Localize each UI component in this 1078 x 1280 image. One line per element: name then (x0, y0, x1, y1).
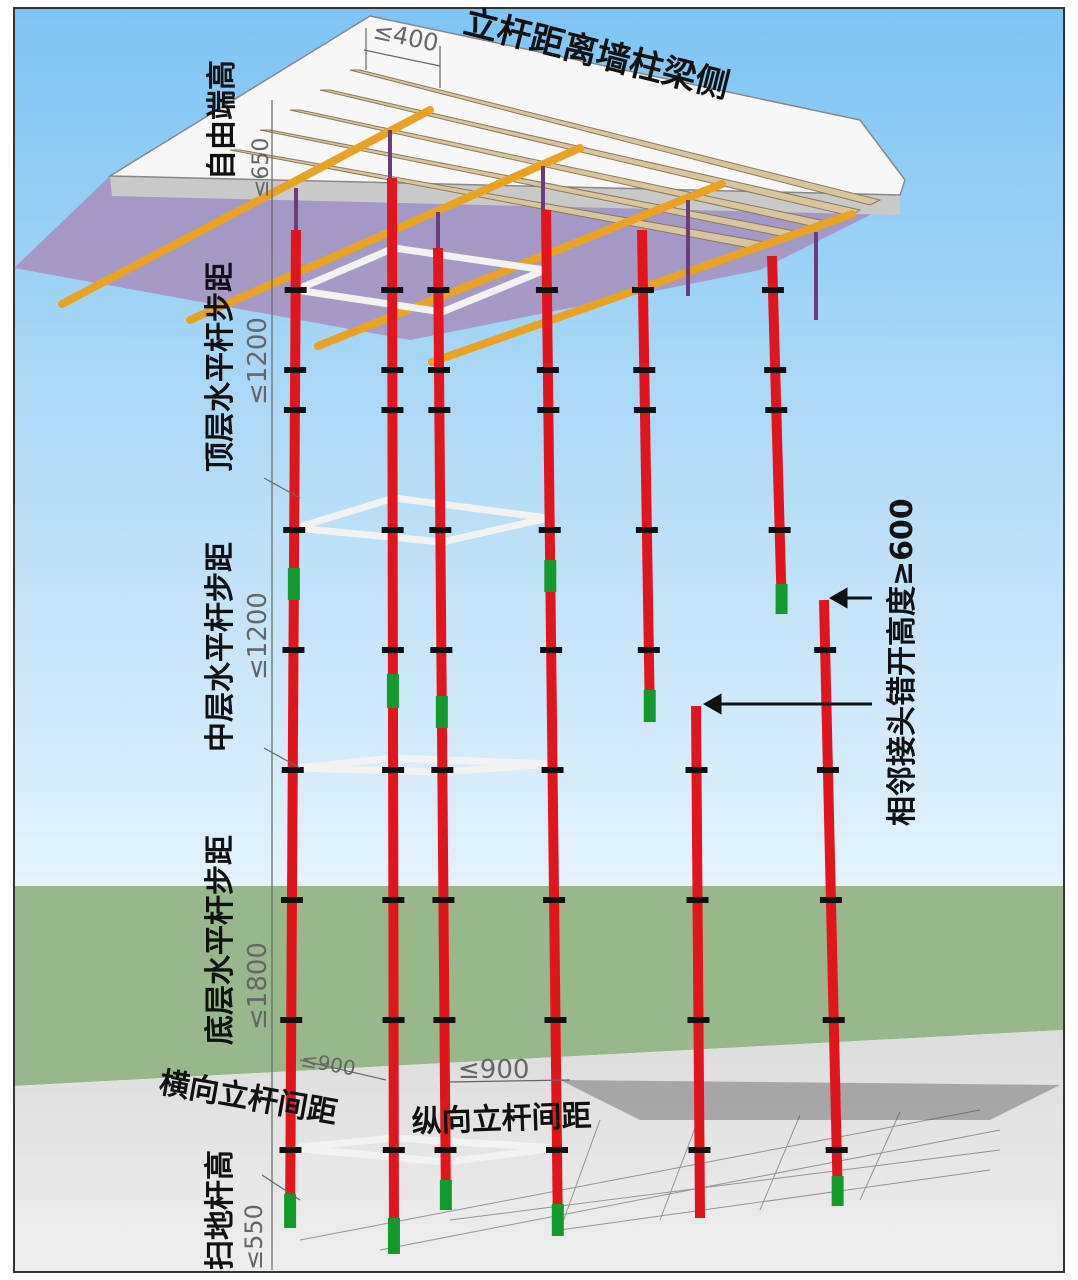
bottom-step-value: ≤1800 (243, 942, 273, 1030)
grass (14, 886, 1064, 1086)
pole-3-collar-4 (429, 527, 452, 533)
pole-7-collar-8 (687, 1017, 710, 1023)
pole-2-collar-5 (381, 647, 404, 653)
pole-1-collar-2 (284, 367, 307, 373)
pole-1-collar-6 (281, 767, 304, 773)
pole-3-collar-7 (432, 897, 455, 903)
mid-step-label: 中层水平杆步距 (203, 542, 238, 752)
sweep-rod-value: ≤550 (240, 1204, 268, 1270)
pole-8-collar-6 (816, 767, 839, 773)
pole-4-collar-6 (541, 767, 564, 773)
pole-2-collar-1 (381, 287, 404, 293)
horizontal-ledgers (288, 244, 560, 1166)
pole-3-collar-5 (430, 647, 453, 653)
sweep-rod-label: 扫地杆高 (203, 1150, 238, 1270)
pole-3-collar-8 (433, 1017, 456, 1023)
pole-4-collar-5 (540, 647, 563, 653)
pole-2-collar-8 (382, 1017, 405, 1023)
pole-3-collar-1 (427, 287, 450, 293)
pole-5-collar-1 (631, 287, 654, 293)
pole-1-sleeve-1 (287, 568, 300, 600)
pole-2-sleeve-1 (386, 674, 399, 708)
pole-3-collar-6 (431, 767, 454, 773)
pole-4-collar-9 (545, 1147, 568, 1153)
top-step-label: 顶层水平杆步距 (203, 262, 238, 472)
concrete-slab-side (110, 176, 900, 215)
dimension-lines (261, 28, 571, 1270)
pole-3-collar-3 (428, 407, 451, 413)
pole-5 (637, 229, 655, 723)
free-end-height-value: ≤650 (249, 138, 274, 198)
pole-2-collar-3 (381, 407, 404, 413)
pole-1-collar-4 (283, 527, 306, 533)
top-step-value: ≤1200 (243, 317, 273, 405)
pole-2-collar-2 (381, 367, 404, 373)
pole-8-collar-7 (819, 897, 842, 903)
joint-offset-label: 相邻接头错开高度≥600 (885, 498, 920, 826)
pole-1 (285, 229, 301, 1229)
pole-2-collar-6 (382, 767, 405, 773)
free-end-height-label: 自由端高 (205, 60, 240, 180)
pole-4-collar-7 (543, 897, 566, 903)
pole-6 (767, 255, 787, 615)
pole-6-collar-4 (768, 527, 791, 533)
pole-3-collar-2 (428, 367, 451, 373)
joint-offset-arrows (702, 587, 872, 715)
pole-4-collar-8 (544, 1017, 567, 1023)
pole-1-collar-5 (282, 647, 305, 653)
shadow (560, 1080, 1060, 1120)
pole-2-sleeve-2 (387, 1218, 400, 1254)
mid-step-value: ≤1200 (243, 592, 273, 680)
pole-5-collar-4 (635, 527, 658, 533)
pole-4-collar-3 (537, 407, 560, 413)
longitudinal-spacing-value: ≤900 (458, 1055, 529, 1085)
adjustable-jacks (294, 130, 818, 320)
pole-4-collar-4 (538, 527, 561, 533)
pole-2-collar-4 (381, 527, 404, 533)
pole-4-sleeve-2 (551, 1204, 564, 1236)
pole-3-sleeve-2 (439, 1180, 452, 1210)
pole-1-collar-1 (284, 287, 307, 293)
pole-5-collar-3 (633, 407, 656, 413)
bottom-step-label: 底层水平杆步距 (203, 835, 238, 1045)
pole-7-collar-9 (688, 1147, 711, 1153)
pole-4-collar-1 (535, 287, 558, 293)
pole-2-collar-7 (382, 897, 405, 903)
pole-4 (541, 209, 563, 1237)
pole-5-sleeve-1 (643, 690, 656, 722)
pole-4-collar-2 (536, 367, 559, 373)
frame-border (13, 7, 1065, 1273)
pole-1-collar-7 (280, 897, 303, 903)
pole-1-collar-9 (279, 1147, 302, 1153)
pole-6-sleeve-1 (775, 584, 788, 614)
longitudinal-spacing-label: 纵向立杆间距 (411, 1099, 592, 1140)
pole-1-sleeve-2 (284, 1194, 297, 1228)
pole-1-collar-8 (280, 1017, 303, 1023)
pole-5-collar-5 (637, 647, 660, 653)
pole-7-collar-7 (686, 897, 709, 903)
pole-8-collar-5 (814, 647, 837, 653)
pole-8-sleeve-1 (831, 1176, 844, 1206)
floor-shadow-lines (299, 1109, 1001, 1251)
pole-7-collar-6 (685, 767, 708, 773)
pole-3-sleeve-1 (435, 696, 448, 728)
pole-1-collar-3 (283, 407, 306, 413)
pole-6-collar-1 (761, 287, 784, 293)
pole-6-collar-3 (765, 407, 788, 413)
pole-2-collar-9 (382, 1147, 405, 1153)
pole-6-collar-2 (764, 367, 787, 373)
pole-8-collar-9 (825, 1147, 848, 1153)
pole-3-collar-9 (434, 1147, 457, 1153)
pole-7 (691, 705, 705, 1219)
pole-5-collar-2 (633, 367, 656, 373)
vertical-poles (279, 177, 848, 1255)
pole-4-sleeve-1 (544, 560, 557, 592)
pole-8-collar-8 (822, 1017, 845, 1023)
pole-2 (387, 177, 399, 1255)
